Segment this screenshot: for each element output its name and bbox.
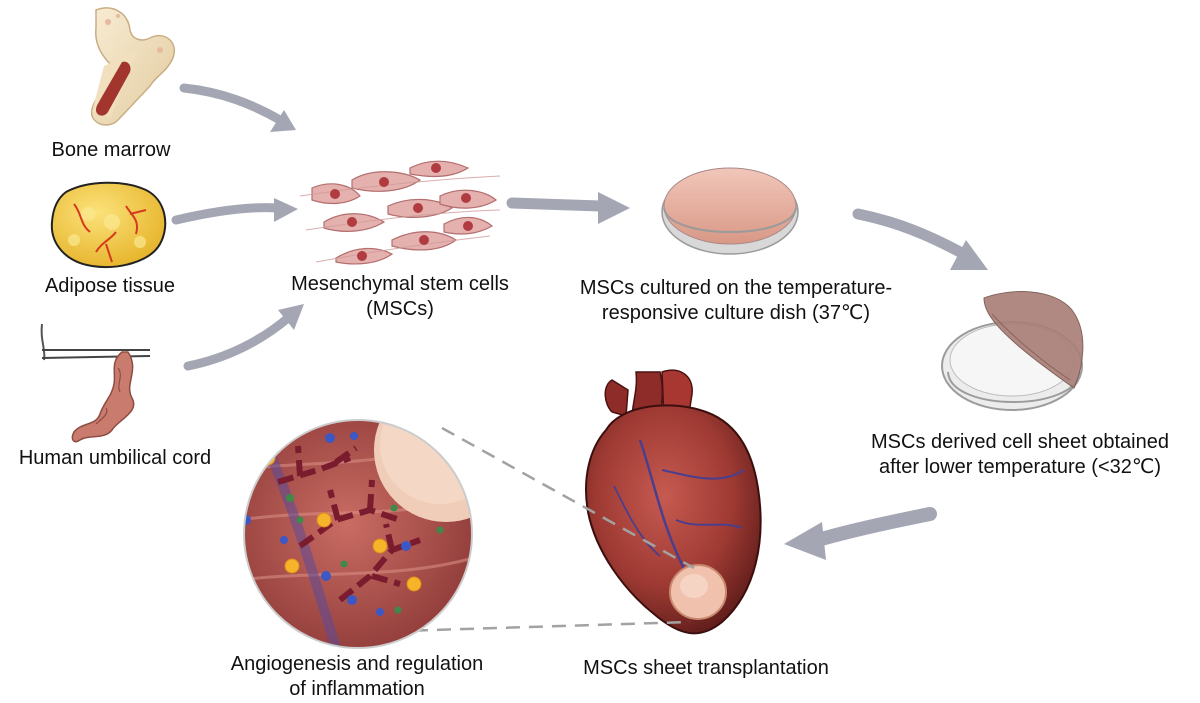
- angiogenesis-label: Angiogenesis and regulation of inflammat…: [192, 652, 522, 702]
- angiogenesis-label-line2: of inflammation: [289, 678, 425, 700]
- mscs-label: Mesenchymal stem cells (MSCs): [270, 272, 530, 322]
- heart-illustration: [585, 369, 762, 635]
- culture-dish-label-line2: responsive culture dish (37℃): [601, 302, 871, 324]
- culture-dish-illustration: [661, 167, 799, 255]
- cell-sheet-label: MSCs derived cell sheet obtained after l…: [840, 430, 1200, 480]
- umbilical-cord-label: Human umbilical cord: [18, 447, 212, 469]
- msc-cells-illustration: [299, 160, 501, 265]
- cell-sheet-label-line1: MSCs derived cell sheet obtained: [871, 431, 1169, 453]
- culture-dish-label: MSCs cultured on the temperature- respon…: [546, 276, 926, 326]
- bone-marrow-illustration: [90, 7, 175, 126]
- mscs-label-line1: Mesenchymal stem cells: [291, 273, 509, 295]
- source-arrows: [171, 83, 304, 371]
- cell-sheet-illustration: [941, 291, 1084, 411]
- arrow-to-transplantation: [784, 507, 937, 560]
- mscs-label-line2: (MSCs): [366, 298, 434, 320]
- arrow-to-cell-sheet: [852, 208, 988, 270]
- umbilical-cord-illustration: [40, 323, 151, 443]
- zoom-connector-lines: [367, 426, 695, 634]
- adipose-tissue-illustration: [50, 181, 167, 268]
- adipose-tissue-label: Adipose tissue: [44, 275, 176, 297]
- culture-dish-label-line1: MSCs cultured on the temperature-: [579, 277, 893, 299]
- transplantation-label: MSCs sheet transplantation: [583, 657, 829, 679]
- cell-sheet-label-line2: after lower temperature (<32℃): [878, 456, 1162, 478]
- angiogenesis-label-line1: Angiogenesis and regulation: [230, 653, 484, 675]
- angiogenesis-zoom-illustration: [243, 419, 473, 649]
- bone-marrow-label: Bone marrow: [51, 139, 171, 161]
- arrow-to-culture-dish: [506, 192, 630, 224]
